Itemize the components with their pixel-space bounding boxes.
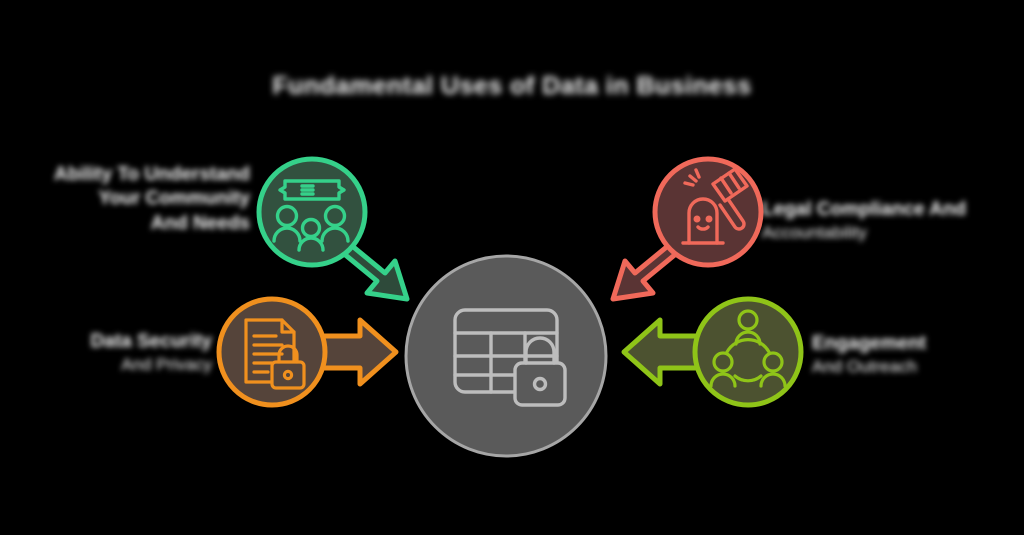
label-top-left-line-2: Your Community (98, 188, 250, 210)
label-top-left-line-3: And Needs (150, 212, 250, 234)
node-green-community[interactable] (255, 155, 425, 302)
node-orange-data-security[interactable] (210, 290, 405, 415)
label-top-left-line-1: Ability To Understand (54, 164, 250, 185)
node-circle (216, 296, 328, 408)
label-top-right-line-2: Accountability (762, 223, 867, 243)
document-lock-icon (244, 318, 306, 390)
node-circle (652, 156, 764, 268)
label-bottom-right: Engagement And Outreach (812, 332, 1024, 378)
label-bottom-left-line-2: And Privacy (121, 355, 212, 375)
gavel-auction-icon (681, 167, 749, 245)
node-red-compliance[interactable] (595, 155, 765, 302)
label-top-left: Ability To Understand Your Community And… (0, 163, 250, 236)
node-lime-engagement[interactable] (615, 290, 810, 415)
page-title: Fundamental Uses of Data in Business (272, 72, 752, 100)
table-lock-icon (453, 308, 567, 407)
label-bottom-left: Data Security And Privacy (0, 330, 212, 376)
node-circle (256, 156, 368, 268)
money-people-icon (272, 179, 350, 252)
label-bottom-left-line-1: Data Security (90, 331, 212, 352)
label-top-right: Legal Compliance And Accountability (762, 198, 1024, 244)
center-node-secured-data[interactable] (403, 253, 609, 459)
people-network-icon (709, 309, 787, 388)
node-circle (692, 296, 804, 408)
label-top-right-line-1: Legal Compliance And (762, 199, 967, 220)
label-bottom-right-line-2: And Outreach (812, 357, 917, 377)
label-bottom-right-line-1: Engagement (812, 333, 927, 354)
